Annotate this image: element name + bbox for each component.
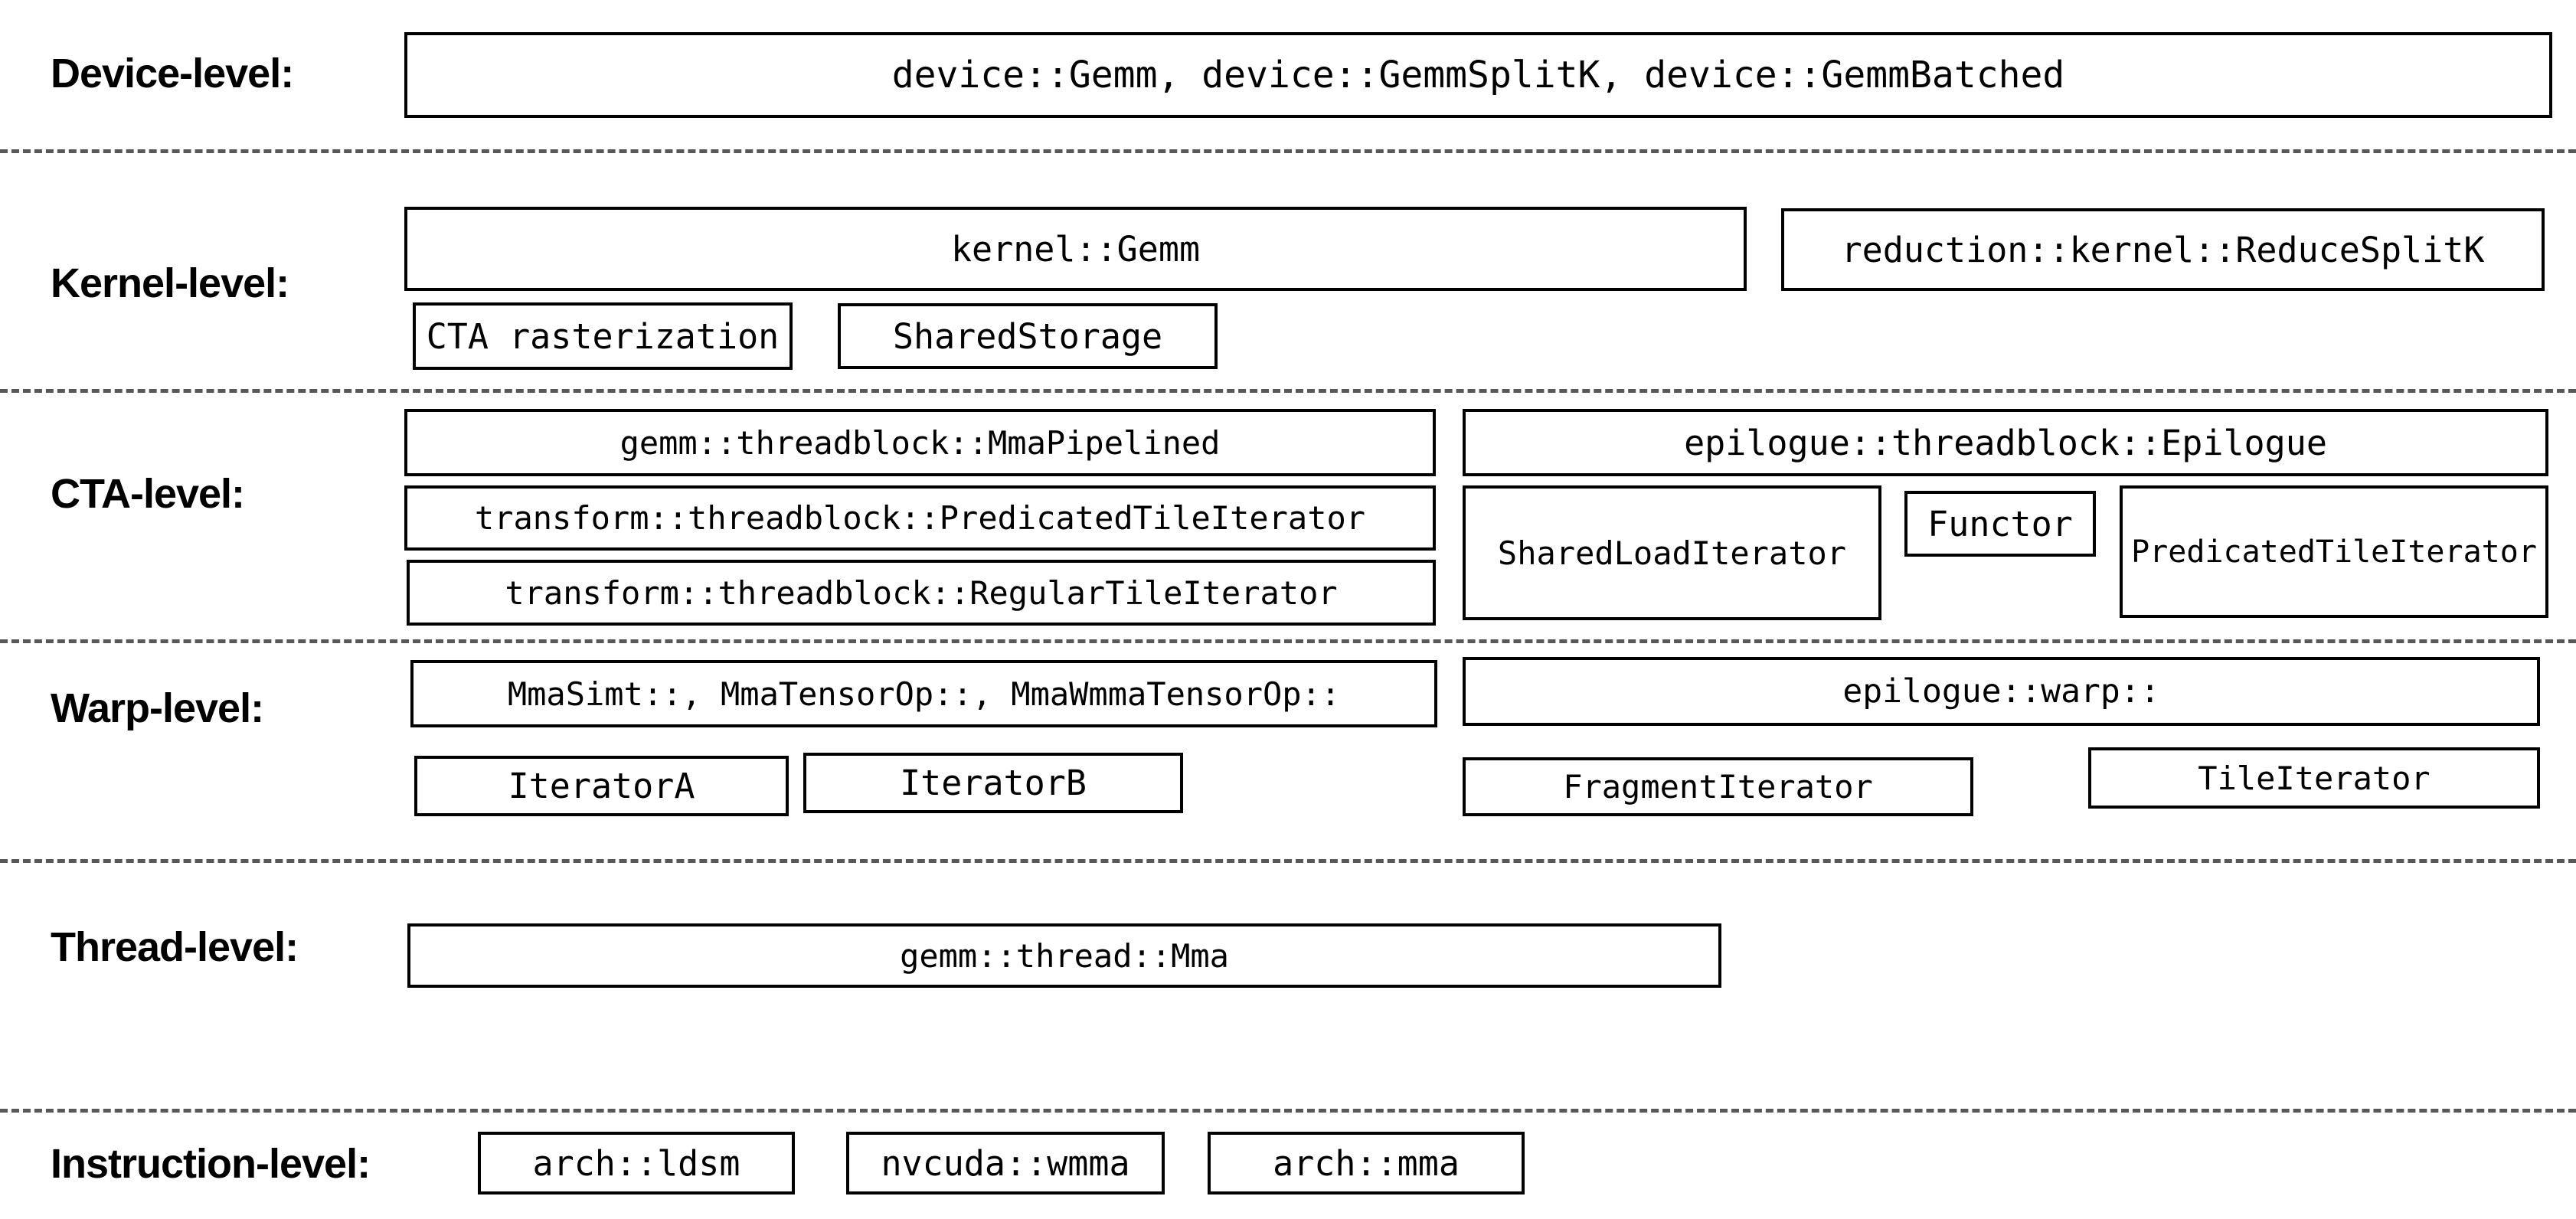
box-functor: Functor xyxy=(1904,491,2096,557)
box-gemm-thread-mma: gemm::thread::Mma xyxy=(407,923,1721,988)
box-sharedloaditerator: SharedLoadIterator xyxy=(1463,485,1881,620)
box-warp-mma-variants: MmaSimt::, MmaTensorOp::, MmaWmmaTensorO… xyxy=(410,660,1437,727)
box-nvcuda-wmma: nvcuda::wmma xyxy=(846,1132,1165,1194)
dashed-separator-5 xyxy=(0,1109,2576,1113)
box-transform-regulartileiterator: transform::threadblock::RegularTileItera… xyxy=(407,560,1436,626)
box-iteratorb: IteratorB xyxy=(803,753,1183,813)
box-fragmentiterator: FragmentIterator xyxy=(1463,757,1973,816)
dashed-separator-2 xyxy=(0,389,2576,393)
box-arch-mma: arch::mma xyxy=(1208,1132,1525,1194)
box-transform-predicatedtileiterator: transform::threadblock::PredicatedTileIt… xyxy=(404,485,1436,551)
box-gemm-threadblock-mmapipelined: gemm::threadblock::MmaPipelined xyxy=(404,409,1436,476)
level-label-kernel: Kernel-level: xyxy=(51,260,289,306)
box-arch-ldsm: arch::ldsm xyxy=(478,1132,795,1194)
box-epilogue-threadblock-epilogue: epilogue::threadblock::Epilogue xyxy=(1463,409,2548,476)
level-label-warp: Warp-level: xyxy=(51,685,264,731)
level-label-instruction: Instruction-level: xyxy=(51,1141,371,1187)
level-label-device: Device-level: xyxy=(51,51,294,96)
box-epilogue-warp: epilogue::warp:: xyxy=(1463,657,2540,726)
dashed-separator-3 xyxy=(0,639,2576,643)
box-reduction-kernel-reducesplitk: reduction::kernel::ReduceSplitK xyxy=(1781,208,2545,291)
level-label-thread: Thread-level: xyxy=(51,924,299,970)
box-sharedstorage: SharedStorage xyxy=(838,303,1218,369)
box-device-apis: device::Gemm, device::GemmSplitK, device… xyxy=(404,32,2552,118)
dashed-separator-1 xyxy=(0,149,2576,153)
box-kernel-gemm: kernel::Gemm xyxy=(404,207,1747,291)
box-epilogue-predicatedtileiterator: PredicatedTileIterator xyxy=(2120,485,2548,618)
box-cta-rasterization: CTA rasterization xyxy=(413,302,793,370)
box-tileiterator: TileIterator xyxy=(2088,747,2540,809)
box-iteratora: IteratorA xyxy=(414,756,789,816)
dashed-separator-4 xyxy=(0,859,2576,863)
level-label-cta: CTA-level: xyxy=(51,471,245,517)
